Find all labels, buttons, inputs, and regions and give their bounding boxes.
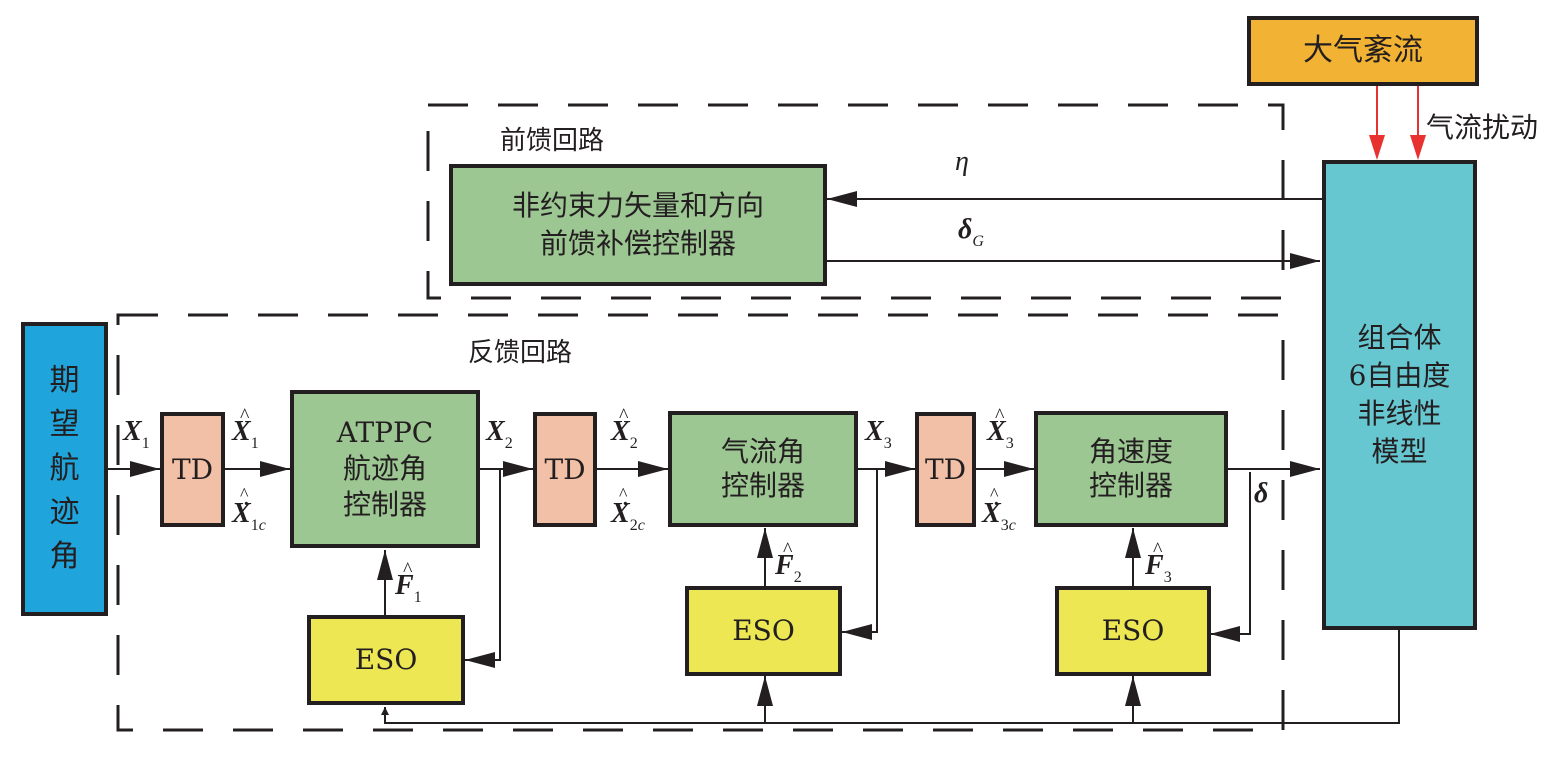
ctrl1-line1: ATPPC (336, 416, 434, 449)
ctrl2-line2: 控制器 (720, 469, 805, 502)
ctrl2-line1: 气流角 (720, 435, 805, 468)
eso-label: ESO (732, 614, 795, 647)
signal-f3-hat: F3 (1145, 536, 1172, 592)
ctrl3-line1: 角速度 (1088, 435, 1173, 468)
eta-label: η (955, 146, 969, 177)
signal-f1-hat: F1 (395, 556, 422, 612)
plant-line3: 非线性 (1357, 397, 1442, 430)
disturbance-block: 大气紊流 (1247, 16, 1479, 86)
feedforward-region (426, 103, 1285, 300)
signal-x2: X2 (486, 416, 513, 453)
input-block: 期 望 航 迹 角 (21, 322, 108, 616)
plant-line1: 组合体 (1357, 321, 1442, 354)
signal-x3: X3 (865, 416, 892, 453)
plant-line2: 6自由度 (1348, 359, 1451, 392)
atppc-controller-block: ATPPC 航迹角 控制器 (290, 390, 480, 548)
feedforward-controller-line1: 非约束力矢量和方向 (511, 189, 764, 222)
ctrl3-line2: 控制器 (1088, 469, 1173, 502)
input-char: 角 (49, 539, 80, 574)
eso-block-3: ESO (1055, 586, 1211, 676)
plant-block: 组合体 6自由度 非线性 模型 (1322, 160, 1477, 630)
feedforward-controller-block: 非约束力矢量和方向 前馈补偿控制器 (449, 164, 827, 286)
ctrl1-line2: 航迹角 (342, 452, 427, 485)
input-char: 期 (49, 363, 80, 398)
eso-block-2: ESO (685, 586, 842, 676)
airflow-angle-controller-block: 气流角 控制器 (668, 411, 858, 527)
input-char: 航 (49, 451, 80, 486)
ctrl1-line3: 控制器 (342, 488, 427, 521)
disturbance-arrowhead-1 (1369, 135, 1385, 160)
td-block-1: TD (160, 412, 225, 527)
signal-f2-hat: F2 (775, 536, 802, 592)
eso-label: ESO (354, 643, 418, 676)
signal-x1-hat: X1 (232, 402, 259, 458)
input-char: 望 (49, 407, 80, 442)
plant-line4: 模型 (1371, 435, 1428, 468)
wire-delta-to-eso3 (1210, 472, 1251, 642)
eso-label: ESO (1101, 614, 1165, 647)
feedback-label: 反馈回路 (468, 338, 573, 368)
signal-x3c-hat-dot: X3c (982, 480, 1016, 540)
signal-x1c-hat-dot: X1c (232, 480, 266, 540)
deltag-label: δG (958, 214, 984, 251)
disturbance-arrowhead-2 (1410, 135, 1426, 160)
td-block-3: TD (915, 412, 976, 527)
angular-rate-controller-block: 角速度 控制器 (1034, 411, 1228, 527)
disturbance-label: 气流扰动 (1426, 111, 1539, 144)
feedback-region (116, 313, 1285, 732)
feedforward-label: 前馈回路 (500, 126, 605, 156)
wire-state-feedback (381, 628, 1400, 724)
feedforward-controller-line2: 前馈补偿控制器 (539, 227, 736, 260)
signal-x2c-hat-dot: X2c (611, 480, 645, 540)
signal-x3-hat: X3 (987, 402, 1014, 458)
td-label: TD (924, 452, 967, 486)
wire-x2-to-eso1 (465, 469, 501, 668)
signal-delta: δ (1254, 478, 1269, 509)
signal-x1: X1 (123, 416, 150, 453)
wire-x3-to-eso2 (842, 469, 878, 640)
td-label: TD (171, 452, 214, 486)
input-char: 迹 (49, 495, 80, 530)
disturbance-block-label: 大气紊流 (1303, 33, 1423, 68)
eso-block-1: ESO (307, 615, 465, 705)
td-label: TD (544, 452, 586, 486)
td-block-2: TD (533, 412, 597, 527)
signal-x2-hat: X2 (611, 402, 638, 458)
